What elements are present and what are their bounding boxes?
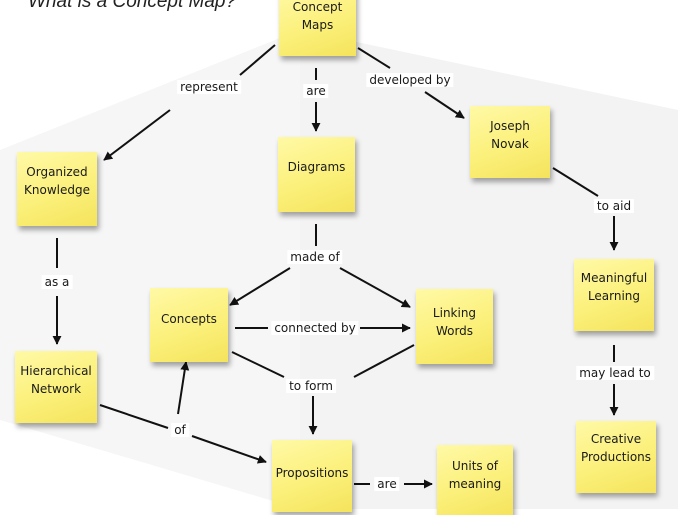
node-organized-knowledge[interactable]: Organized Knowledge [17,152,97,226]
link-label-developed-by: developed by [366,73,454,87]
node-diagrams-label: Diagrams [287,160,346,174]
link-label-connected-by: connected by [271,321,359,335]
arrow-madeof-concepts [229,267,291,306]
link-label-are-1: are [303,84,329,98]
node-creative-productions[interactable]: Creative Productions [576,421,656,493]
line-linking-toform [353,344,415,378]
diagram-title: What is a Concept Map? [28,0,237,12]
link-label-to-form: to form [286,379,336,393]
line-network-of [99,404,169,429]
node-linking-words[interactable]: Linking Words [416,289,493,364]
node-linking-words-label: Linking Words [432,306,477,338]
link-label-as-a: as a [41,275,73,289]
line-maps-represent [239,44,276,76]
arrow-represent-knowledge [103,109,171,161]
node-hierarchical-network[interactable]: Hierarchical Network [15,351,97,423]
node-concept-maps-label: Concept Maps [292,0,343,32]
arrow-of-propositions [191,435,267,464]
node-propositions[interactable]: Propositions [272,440,352,512]
node-creative-productions-label: Creative Productions [580,432,652,464]
link-label-of: of [171,423,189,437]
node-organized-knowledge-label: Organized Knowledge [24,165,90,197]
link-label-may-lead-to: may lead to [576,366,654,380]
node-joseph-novak[interactable]: Joseph Novak [470,106,550,178]
link-label-to-aid: to aid [593,199,635,213]
node-diagrams[interactable]: Diagrams [278,137,355,212]
node-hierarchical-network-label: Hierarchical Network [20,364,92,396]
node-concept-maps[interactable]: Concept Maps [279,0,356,56]
line-novak-toaid [552,167,599,197]
link-label-made-of: made of [287,250,343,264]
node-propositions-label: Propositions [275,466,349,480]
link-label-represent: represent [177,80,241,94]
node-units-of-meaning-label: Units of meaning [448,459,502,491]
link-label-are-2: are [374,477,400,491]
arrow-developed-novak [424,91,465,119]
line-maps-developed [357,47,391,69]
node-meaningful-learning[interactable]: Meaningful Learning [574,259,654,331]
node-meaningful-learning-label: Meaningful Learning [580,271,648,303]
arrow-madeof-linking [339,267,411,308]
line-concepts-toform [231,351,285,378]
arrow-of-concepts [177,361,190,415]
node-concepts-label: Concepts [161,312,217,326]
node-joseph-novak-label: Joseph Novak [490,119,530,151]
node-units-of-meaning[interactable]: Units of meaning [437,445,513,515]
node-concepts[interactable]: Concepts [150,288,228,362]
